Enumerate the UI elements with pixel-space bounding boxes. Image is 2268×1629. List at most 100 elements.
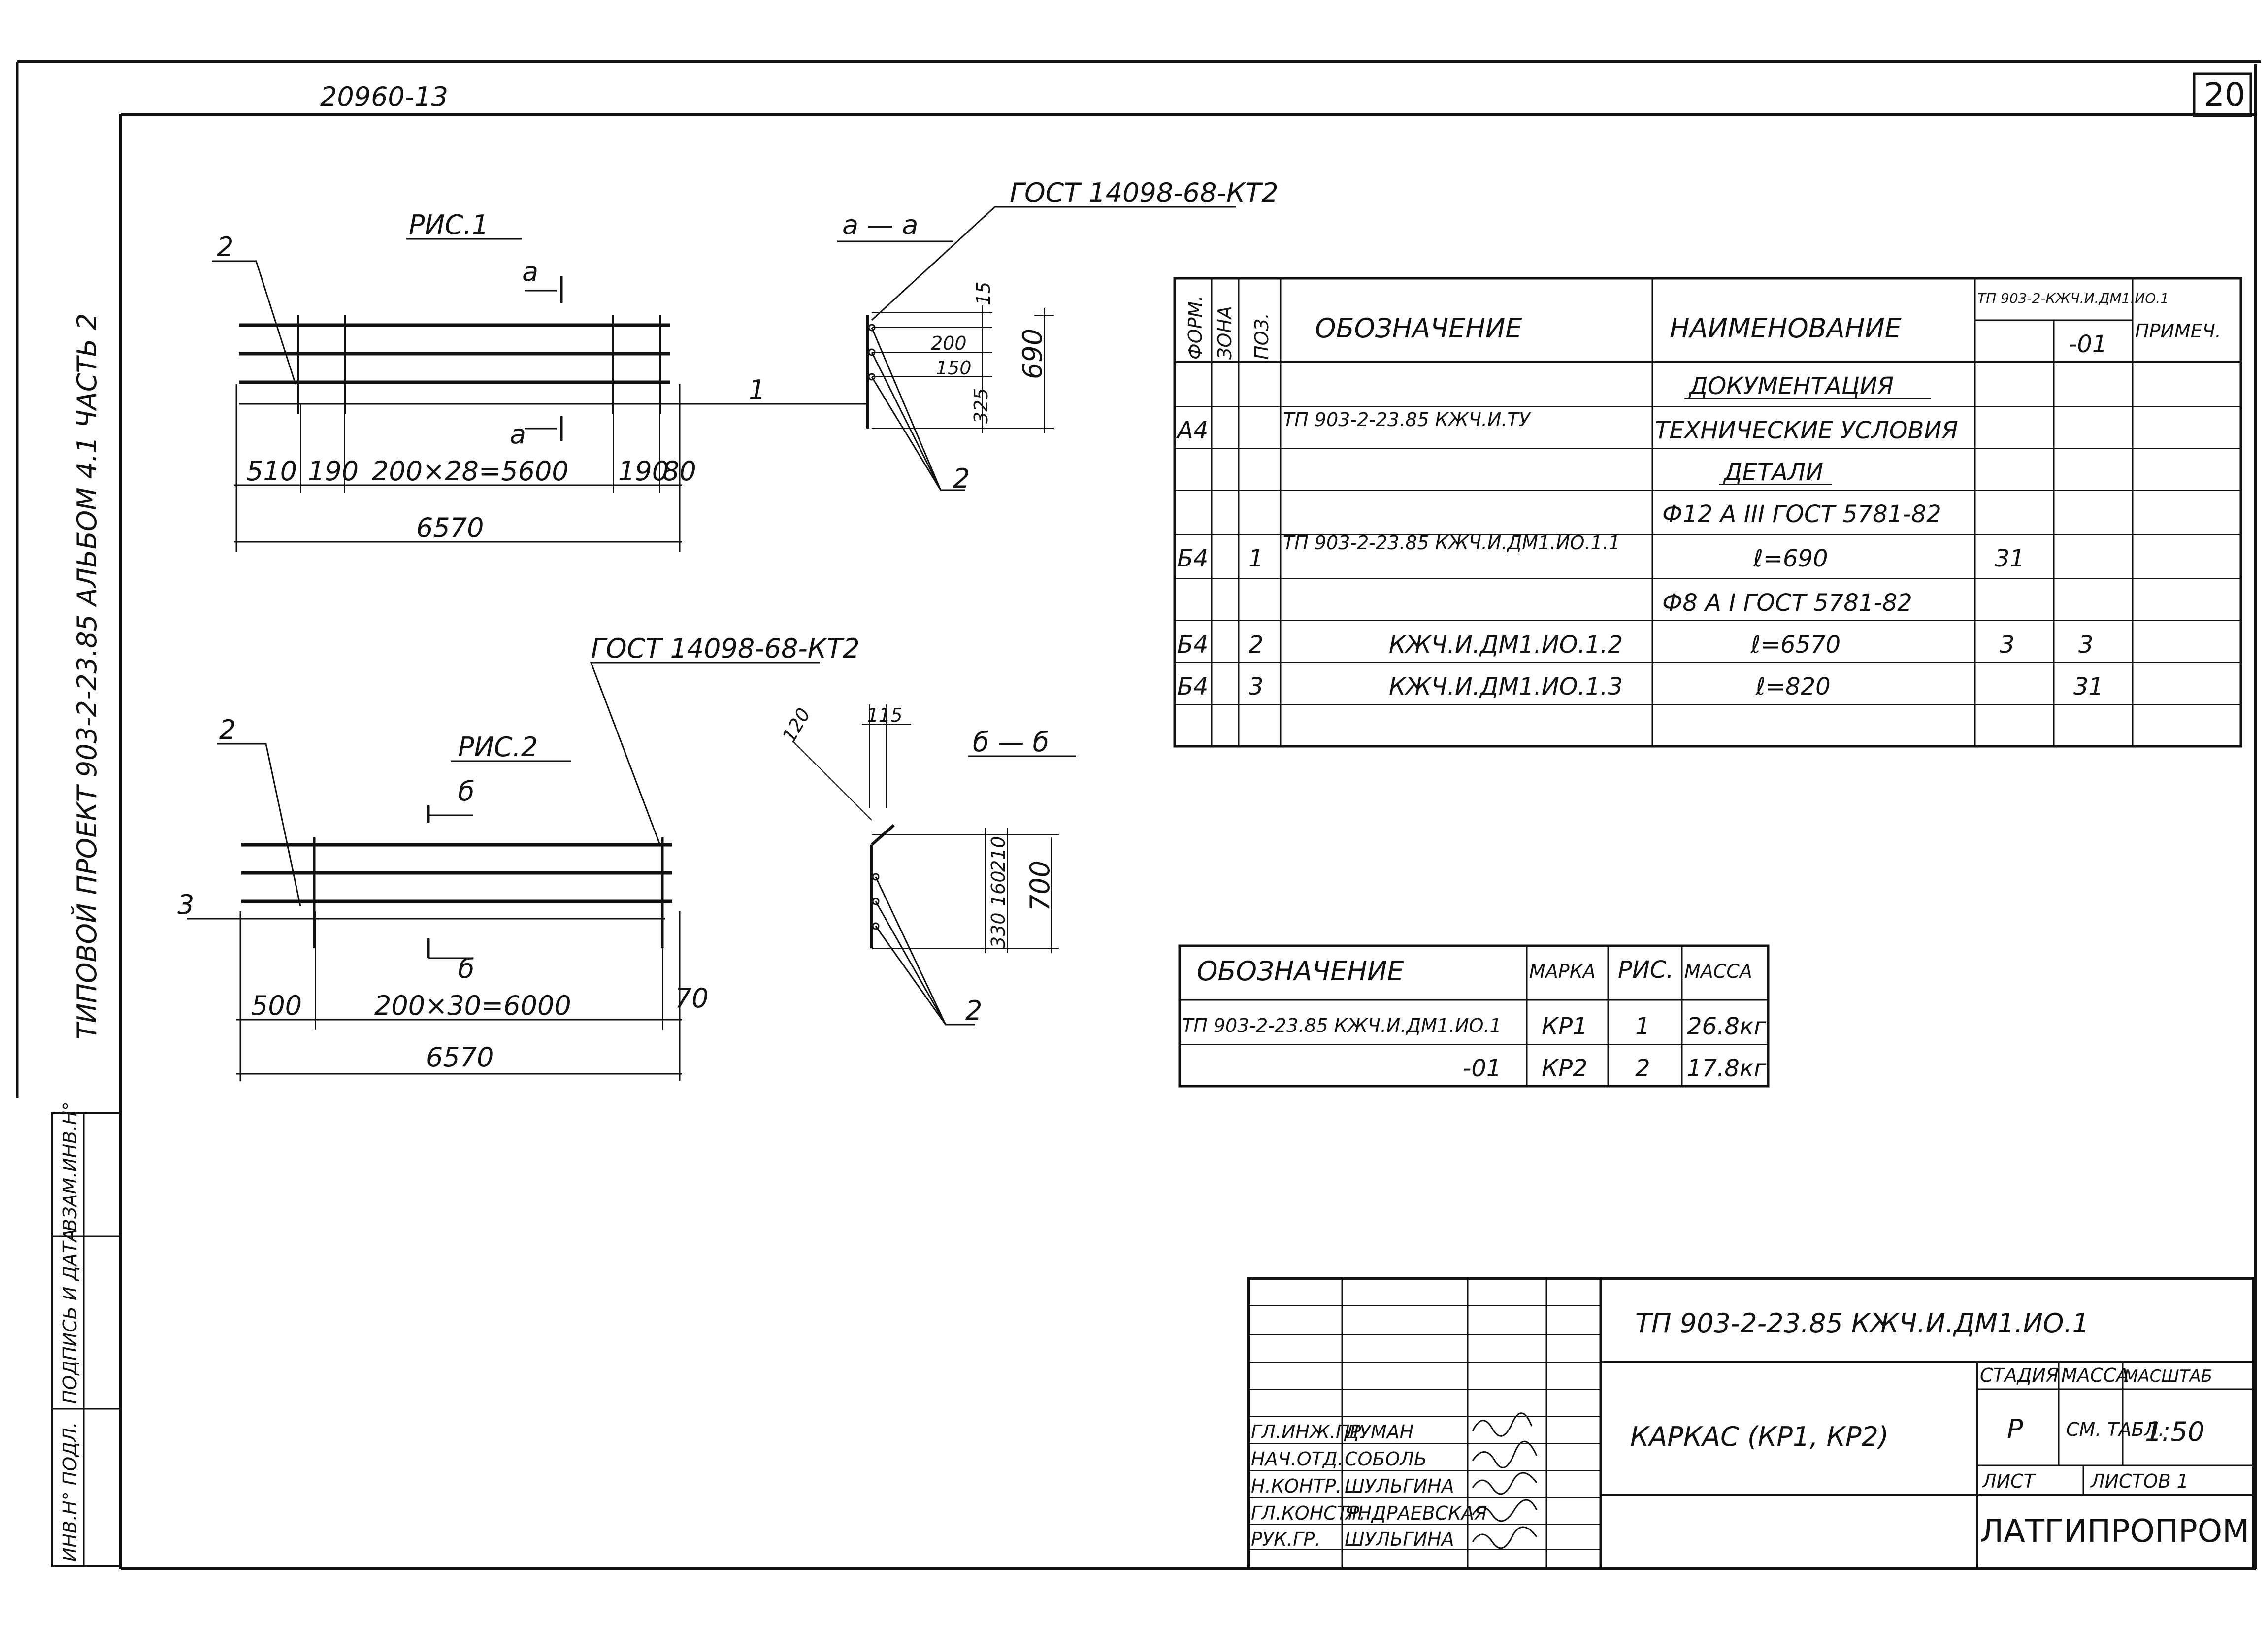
fig1-section-mark-bottom: а: [510, 419, 526, 450]
spec-row-designation: ТП 903-2-23.85 КЖЧ.И.ДМ1.ИО.1.1: [1283, 532, 1620, 554]
spec-row-name: ТЕХНИЧЕСКИЕ УСЛОВИЯ: [1655, 417, 1958, 444]
spec-header-designation: ОБОЗНАЧЕНИЕ: [1315, 313, 1522, 344]
mark-row-designation: -01: [1463, 1055, 1501, 1082]
mark-table: ОБОЗНАЧЕНИЕ МАРКА РИС. МАССА ТП 903-2-23…: [1178, 944, 1770, 1088]
spec-header-format: ФОРМ.: [1184, 296, 1206, 360]
spec-table: ФОРМ. ЗОНА ПОЗ. ОБОЗНАЧЕНИЕ НАИМЕНОВАНИЕ…: [1173, 277, 2242, 748]
title-org: ЛАТГИПРОПРОМ: [1980, 1513, 2249, 1550]
title-stage: Р: [2007, 1414, 2023, 1445]
sign-role: ГЛ.ИНЖ.ПР.: [1251, 1421, 1367, 1443]
spec-row-q1: 31: [1995, 545, 2025, 572]
mark-row-mark: КР1: [1542, 1013, 1588, 1040]
spec-row-designation: КЖЧ.И.ДМ1.ИО.1.2: [1389, 631, 1623, 659]
fig2-drawing: РИС.2 ГОСТ 14098-68-КТ2 б б 2 3 500 200×…: [177, 633, 1076, 1081]
spec-header-qty-sub: -01: [2069, 331, 2107, 358]
fig1-section-title: а — а: [842, 209, 919, 240]
fig2-leader-3: 3: [177, 889, 194, 920]
fig2-section-dim-2: 115: [867, 704, 903, 726]
sign-role: НАЧ.ОТД.: [1251, 1448, 1344, 1470]
spec-header-note: ПРИМЕЧ.: [2135, 320, 2221, 342]
stamp-signature: ПОДПИСЬ И ДАТА: [59, 1229, 81, 1404]
title-code: ТП 903-2-23.85 КЖЧ.И.ДМ1.ИО.1: [1635, 1308, 2089, 1339]
mark-row-fig: 1: [1635, 1013, 1650, 1040]
spec-row-pos: 3: [1249, 673, 1264, 700]
fig2-section-dim-1: 120: [778, 704, 815, 746]
sign-name: ДУМАН: [1344, 1421, 1413, 1443]
fig2-section-dim-5: 330: [987, 912, 1009, 948]
fig1-total: 6570: [416, 512, 484, 543]
fig1-dim-5: 80: [662, 456, 696, 487]
spec-row-pos: 1: [1249, 545, 1264, 572]
title-block: ТП 903-2-23.85 КЖЧ.И.ДМ1.ИО.1 КАРКАС (КР…: [1247, 1277, 2255, 1570]
spec-row-designation: ТП 903-2-23.85 КЖЧ.И.ТУ: [1283, 409, 1532, 431]
spec-row-pos: 2: [1249, 631, 1264, 659]
spec-row-format: Б4: [1177, 631, 1208, 659]
spec-row-name: ДОКУМЕНТАЦИЯ: [1688, 372, 1894, 400]
doc-number: 20960-13: [320, 81, 448, 112]
fig1-section-mark-top: а: [522, 256, 538, 287]
spec-header-pos: ПОЗ.: [1251, 313, 1273, 360]
fig2-section-dim-3: 210: [987, 836, 1009, 872]
signature-scribble: [1472, 1412, 1533, 1437]
mark-row-mass: 26.8кг: [1687, 1013, 1767, 1040]
signature-scribble: [1472, 1526, 1538, 1549]
left-stamp: ИНВ.Н° ПОДЛ. ПОДПИСЬ И ДАТА ВЗАМ.ИНВ.Н°: [51, 1101, 122, 1567]
stamp-inv: ИНВ.Н° ПОДЛ.: [59, 1422, 81, 1562]
sign-name: ШУЛЬГИНА: [1345, 1475, 1454, 1497]
spec-row-q1: 3: [2000, 631, 2015, 659]
title-mass-label: МАССА: [2061, 1364, 2129, 1386]
title-scale-label: МАСШТАБ: [2124, 1366, 2212, 1386]
spec-row-name: ДЕТАЛИ: [1723, 459, 1823, 486]
album-title: ТИПОВОЙ ПРОЕКТ 903-2-23.85 АЛЬБОМ 4.1 ЧА…: [71, 313, 102, 1039]
fig2-gost: ГОСТ 14098-68-КТ2: [591, 633, 860, 664]
signature-scribble: [1472, 1440, 1538, 1468]
spec-row-name: ℓ=820: [1755, 673, 1831, 700]
fig1-section-dim-3: 150: [936, 357, 972, 379]
spec-header-qty-group: ТП 903-2-КЖЧ.И.ДМ1.ИО.1: [1977, 290, 2169, 306]
mark-header-designation: ОБОЗНАЧЕНИЕ: [1197, 956, 1404, 987]
fig1-section-dim-1: 15: [973, 282, 994, 305]
sign-name: ШУЛЬГИНА: [1345, 1529, 1454, 1550]
mark-row-fig: 2: [1635, 1055, 1650, 1082]
spec-row-q2: 3: [2078, 631, 2094, 659]
fig1-leader-2: 2: [217, 232, 233, 263]
fig2-section-dim-6: 700: [1024, 861, 1055, 911]
sign-name: СОБОЛЬ: [1345, 1448, 1427, 1470]
spec-row-name: Ф12 А III ГОСТ 5781-82: [1662, 500, 1941, 528]
title-mass: СМ. ТАБЛ.: [2066, 1419, 2164, 1440]
mark-header-mass: МАССА: [1684, 961, 1752, 982]
sheet-frame: [16, 60, 2261, 1570]
fig2-section-mark-top: б: [458, 776, 474, 807]
fig1-gost: ГОСТ 14098-68-КТ2: [1010, 177, 1279, 208]
spec-row-name: ℓ=690: [1753, 545, 1828, 572]
fig1-section-dim-5: 690: [1017, 329, 1048, 379]
spec-row-q2: 31: [2073, 673, 2104, 700]
title-scale: 1:50: [2145, 1416, 2204, 1447]
signature-scribble: [1472, 1472, 1538, 1495]
fig2-dim-2: 200×30=6000: [374, 990, 571, 1021]
fig1-section-dim-4: 325: [970, 388, 992, 424]
fig1-section-dim-2: 200: [931, 332, 967, 354]
fig1-section-leader: 2: [953, 463, 970, 494]
title-sheet-label: ЛИСТ: [1981, 1470, 2037, 1492]
fig1-title: РИС.1: [409, 209, 489, 240]
title-item-name: КАРКАС (КР1, КР2): [1630, 1421, 1889, 1452]
title-stage-label: СТАДИЯ: [1980, 1364, 2059, 1386]
spec-row-name: ℓ=6570: [1750, 631, 1841, 659]
spec-row-name: Ф8 А I ГОСТ 5781-82: [1662, 589, 1912, 617]
sign-role: РУК.ГР.: [1251, 1529, 1320, 1550]
sign-role: ГЛ.КОНСТР.: [1251, 1502, 1365, 1524]
stamp-replace: ВЗАМ.ИНВ.Н°: [59, 1101, 81, 1231]
spec-row-format: Б4: [1177, 673, 1208, 700]
mark-row-mass: 17.8кг: [1687, 1055, 1767, 1082]
spec-row-format: А4: [1176, 417, 1208, 444]
fig2-section-mark-bottom: б: [458, 953, 474, 984]
fig1-dim-3: 200×28=5600: [372, 456, 569, 487]
spec-row-designation: КЖЧ.И.ДМ1.ИО.1.3: [1389, 673, 1623, 700]
mark-header-mark: МАРКА: [1529, 961, 1596, 982]
mark-header-fig: РИС.: [1618, 956, 1674, 984]
fig1-dim-4: 190: [618, 456, 669, 487]
fig2-leader-2: 2: [219, 714, 236, 745]
fig1-dim-2: 190: [308, 456, 359, 487]
